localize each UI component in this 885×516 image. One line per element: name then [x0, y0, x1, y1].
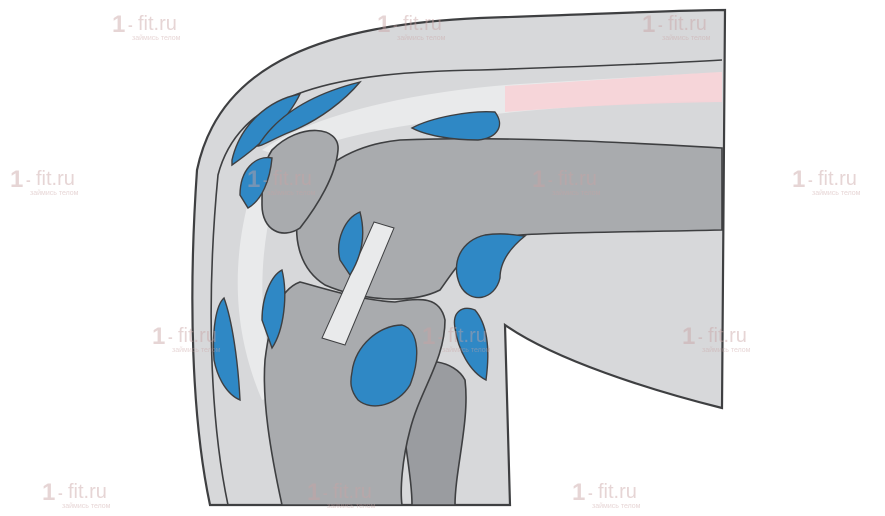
knee-anatomy-illustration [0, 0, 885, 516]
